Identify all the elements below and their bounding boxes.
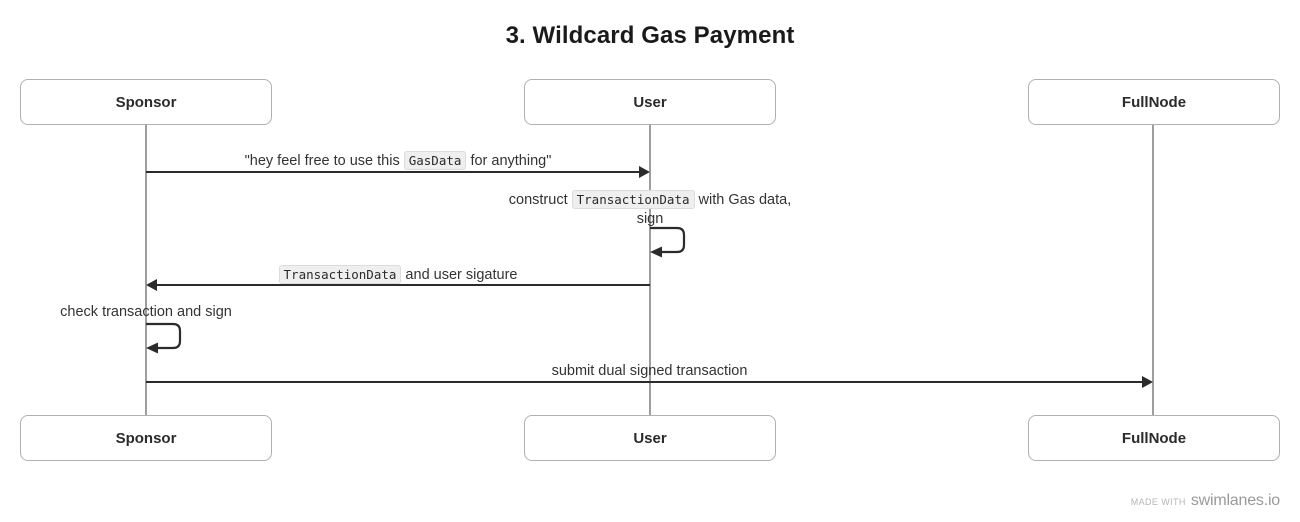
- message-3-text-part-1: and user sigature: [401, 267, 518, 283]
- self-loop-user-svg: [650, 226, 686, 258]
- watermark-brand-label: swimlanes.io: [1190, 492, 1280, 509]
- code-chip-transactiondata-construct: TransactionData: [571, 190, 695, 209]
- message-arrowhead-3: [146, 279, 157, 291]
- self-loop-sponsor: [142, 318, 202, 360]
- message-2-text-part-2: with Gas data, sign: [636, 192, 792, 227]
- message-1-text-part-2: for anything": [466, 153, 552, 169]
- lifeline-user: [649, 125, 651, 415]
- participant-box-user-bottom[interactable]: User: [524, 415, 776, 461]
- participant-box-fullnode-bottom[interactable]: FullNode: [1028, 415, 1280, 461]
- message-label-4: check transaction and sign: [20, 303, 272, 322]
- participant-label-user-bottom: User: [633, 429, 667, 447]
- message-arrow-1: [146, 171, 640, 173]
- participant-label-fullnode-top: FullNode: [1121, 93, 1187, 111]
- self-loop-sponsor-svg: [146, 322, 182, 354]
- message-5-text: submit dual signed transaction: [551, 363, 748, 379]
- message-4-text: check transaction and sign: [60, 304, 232, 320]
- participant-box-sponsor-bottom[interactable]: Sponsor: [20, 415, 272, 461]
- participant-box-user-top[interactable]: User: [524, 79, 776, 125]
- participant-label-user-top: User: [633, 93, 667, 111]
- code-chip-gasdata: GasData: [403, 151, 467, 170]
- message-arrowhead-5: [1142, 376, 1153, 388]
- participant-box-fullnode-top[interactable]: FullNode: [1028, 79, 1280, 125]
- lifeline-fullnode: [1152, 125, 1154, 415]
- message-arrowhead-1: [639, 166, 650, 178]
- message-label-2: construct TransactionData with Gas data,…: [500, 190, 800, 229]
- participant-label-fullnode-bottom: FullNode: [1121, 429, 1187, 447]
- lifeline-sponsor: [145, 125, 147, 415]
- participant-label-sponsor-bottom: Sponsor: [115, 429, 177, 447]
- watermark[interactable]: MADE WITH swimlanes.io: [1131, 492, 1280, 510]
- message-label-5: submit dual signed transaction: [146, 362, 1153, 381]
- message-arrow-3: [156, 284, 650, 286]
- page-title: 3. Wildcard Gas Payment: [505, 22, 795, 49]
- self-loop-user: [646, 222, 706, 264]
- message-arrow-5: [146, 381, 1143, 383]
- message-2-text-part-1: construct: [508, 192, 572, 208]
- message-1-text-part-1: "hey feel free to use this: [244, 153, 404, 169]
- code-chip-transactiondata-return: TransactionData: [278, 265, 402, 284]
- message-label-1: "hey feel free to use this GasData for a…: [146, 151, 650, 171]
- participant-box-sponsor-top[interactable]: Sponsor: [20, 79, 272, 125]
- message-label-3: TransactionData and user sigature: [146, 265, 650, 285]
- watermark-made-with-label: MADE WITH: [1130, 497, 1186, 507]
- participant-label-sponsor-top: Sponsor: [115, 93, 177, 111]
